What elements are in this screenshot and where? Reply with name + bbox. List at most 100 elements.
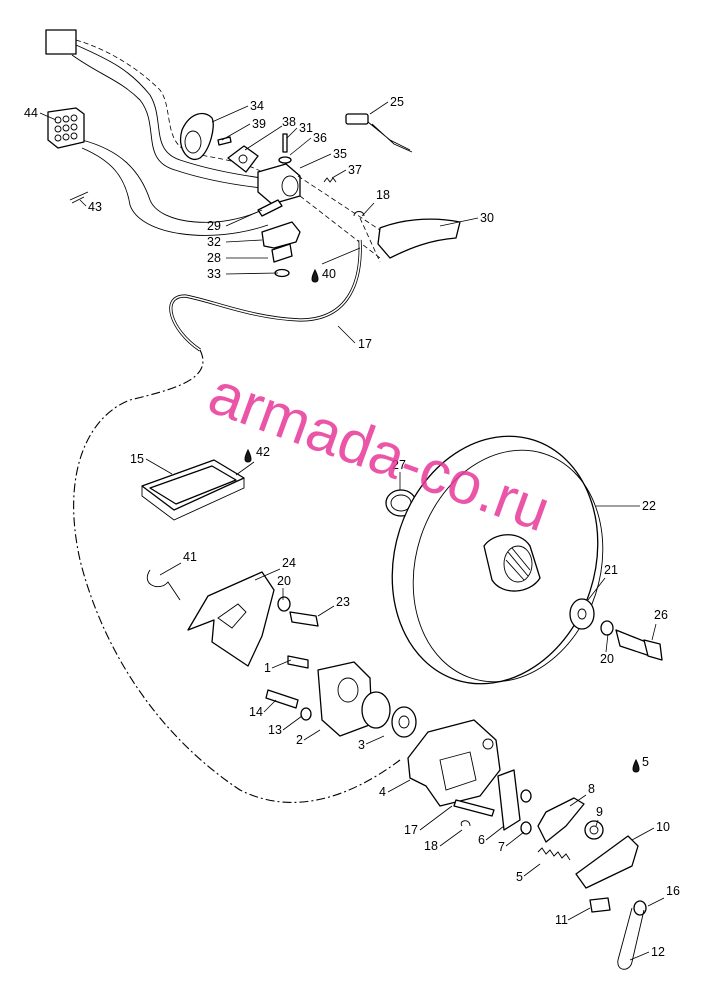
leader-line-c38 <box>244 125 283 151</box>
knob-34 <box>179 112 214 160</box>
callout-c14: 14 <box>249 705 263 719</box>
callout-c13: 13 <box>268 723 282 737</box>
leader-line-c16 <box>647 897 665 907</box>
cable-routing-line <box>73 349 401 803</box>
callout-c21: 21 <box>604 563 618 577</box>
leader-line-c8 <box>569 794 587 807</box>
callout-c15: 15 <box>130 452 144 466</box>
leader-line-c42 <box>235 461 255 476</box>
callout-c33: 33 <box>207 267 221 281</box>
washer-21 <box>569 598 595 630</box>
callout-c29: 29 <box>207 219 221 233</box>
callout-c18b: 18 <box>424 839 438 853</box>
lever-30 <box>377 218 461 259</box>
pin-17b <box>453 799 495 817</box>
callout-c32: 32 <box>207 235 221 249</box>
spring-5 <box>537 847 571 861</box>
callout-c9: 9 <box>596 805 603 819</box>
clip-43 <box>69 191 89 204</box>
oil-drop-5 <box>632 758 640 773</box>
leader-line-c12 <box>629 951 650 961</box>
washer-36 <box>278 156 292 164</box>
gear-9 <box>584 820 604 840</box>
plate-6 <box>497 769 521 831</box>
leader-line-c18a <box>361 202 375 217</box>
nut-16 <box>633 900 647 916</box>
leader-line-c32 <box>225 239 263 243</box>
callout-c40: 40 <box>322 267 336 281</box>
callout-c8: 8 <box>588 782 595 796</box>
leader-line-c17b <box>419 805 453 831</box>
callout-c2: 2 <box>296 733 303 747</box>
bolt-23 <box>289 611 319 627</box>
callout-c7: 7 <box>498 840 505 854</box>
leader-line-c26 <box>651 623 657 641</box>
bracket-38 <box>227 145 259 173</box>
callout-c26: 26 <box>654 608 668 622</box>
switch-25 <box>345 113 413 153</box>
callout-c38: 38 <box>282 115 296 129</box>
cable-tie-41 <box>147 569 181 601</box>
washer-13 <box>300 707 312 721</box>
callout-c22: 22 <box>642 499 656 513</box>
washer-20b <box>600 620 614 636</box>
callout-c23: 23 <box>336 595 350 609</box>
pin-29 <box>257 199 283 217</box>
callout-c12: 12 <box>651 945 665 959</box>
bracket-24 <box>187 571 275 667</box>
plate-28 <box>271 243 293 263</box>
leader-line-c37 <box>331 169 347 179</box>
lever-body-35 <box>257 163 301 205</box>
leader-line-c3 <box>365 735 385 745</box>
nut-7a <box>520 789 532 803</box>
nut-7b <box>520 821 532 835</box>
callout-c44: 44 <box>24 106 38 120</box>
callout-c24: 24 <box>282 556 296 570</box>
leader-line-c18b <box>439 829 463 847</box>
callout-c36: 36 <box>313 131 327 145</box>
bracket-11 <box>589 897 611 913</box>
housing-2 <box>317 661 373 737</box>
callout-c6: 6 <box>478 833 485 847</box>
lever-32 <box>261 221 301 249</box>
callout-c3: 3 <box>358 738 365 752</box>
disc-22 <box>391 435 604 685</box>
leader-line-c13 <box>282 715 303 731</box>
leader-line-c31 <box>286 127 298 139</box>
callout-c34: 34 <box>250 99 264 113</box>
rod-12 <box>617 907 645 970</box>
callout-c11: 11 <box>555 913 568 927</box>
screw-31 <box>282 133 288 153</box>
leader-line-c4 <box>387 779 411 793</box>
leader-line-c29 <box>225 209 263 227</box>
callout-c42: 42 <box>256 445 270 459</box>
callout-c43: 43 <box>88 200 102 214</box>
callout-c4: 4 <box>379 785 386 799</box>
callout-c17a: 17 <box>358 337 372 351</box>
leader-line-c35 <box>299 153 332 169</box>
spring-37 <box>323 177 337 183</box>
callout-c35: 35 <box>333 147 347 161</box>
leader-line-c25 <box>369 101 389 115</box>
cable-17 <box>169 239 362 352</box>
callout-c28: 28 <box>207 251 221 265</box>
callout-c20a: 20 <box>277 574 291 588</box>
callout-c41: 41 <box>183 550 197 564</box>
callout-c17b: 17 <box>404 823 418 837</box>
clutch-bracket-4 <box>407 719 501 807</box>
callout-c10: 10 <box>656 820 670 834</box>
bushing-3 <box>361 691 417 738</box>
callout-c31: 31 <box>299 121 313 135</box>
pawl-8 <box>537 797 585 843</box>
leader-line-c43 <box>79 199 87 207</box>
leader-lines <box>39 101 665 961</box>
filter-15 <box>141 459 245 521</box>
leader-line-c30 <box>439 217 479 227</box>
leader-line-c5b <box>523 863 541 877</box>
callout-c27: 27 <box>392 458 406 472</box>
oil-drop-40 <box>311 268 319 283</box>
callout-c37: 37 <box>348 163 362 177</box>
callout-c1: 1 <box>264 661 271 675</box>
leader-line-c11 <box>567 907 591 921</box>
